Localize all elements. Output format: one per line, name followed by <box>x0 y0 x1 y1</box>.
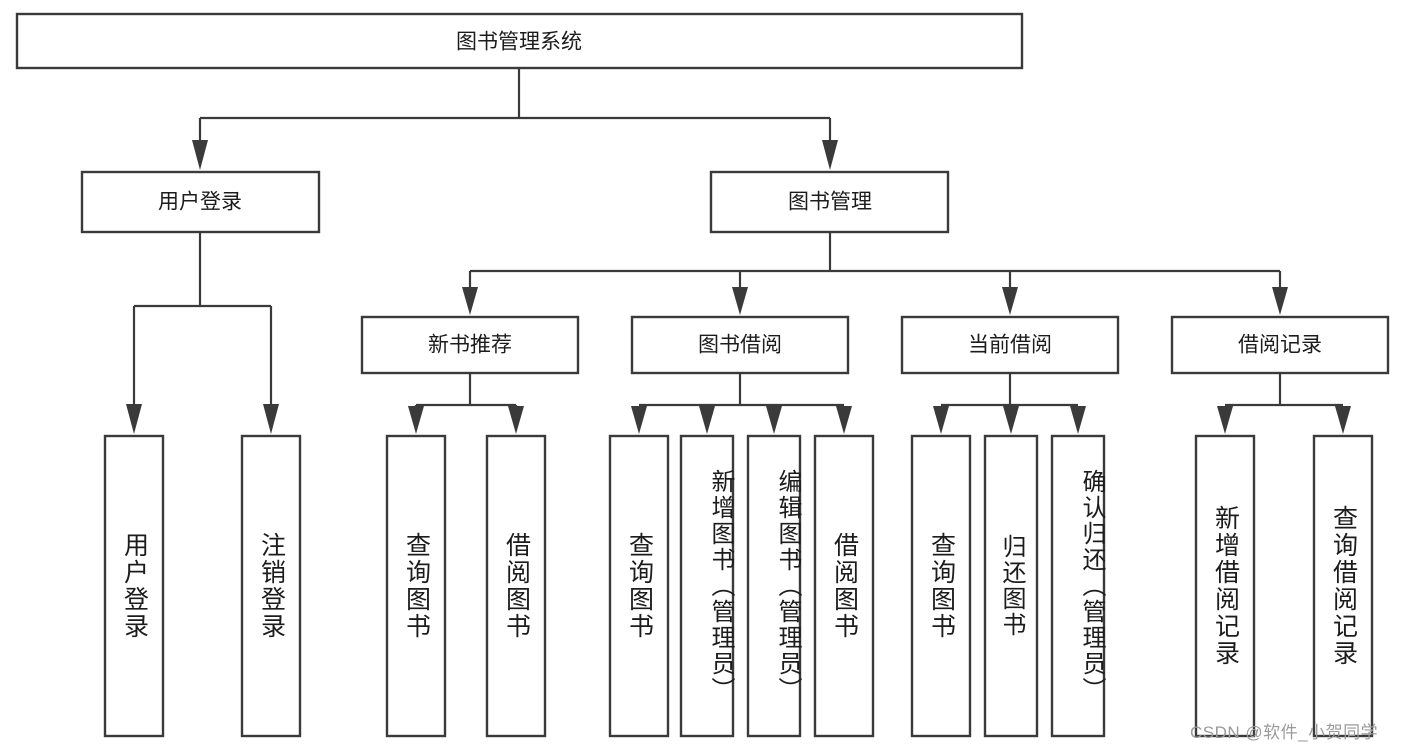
csdn-watermark: CSDN @软件_小贺同学 <box>1190 723 1379 742</box>
connector-book-mgmt-to-level3 <box>462 232 1288 315</box>
leaf-box-edit-book[interactable] <box>746 434 802 738</box>
book-management-box[interactable] <box>709 170 950 234</box>
leaf-box-add-borrow-record[interactable] <box>1194 434 1256 738</box>
arrow-to-borrow-record <box>1272 287 1288 315</box>
root-box[interactable] <box>15 12 1024 70</box>
leaf-box-borrow-book-1[interactable] <box>485 434 547 738</box>
borrow-record-label: 借阅记录 <box>1238 334 1322 357</box>
arrow-to-leaf-query-record <box>1335 406 1351 434</box>
arrow-to-book-borrow <box>732 287 748 315</box>
leaf-box-return-book[interactable] <box>983 434 1039 738</box>
leaf-box-query-book-1[interactable] <box>385 434 447 738</box>
current-borrow-box[interactable] <box>900 315 1120 375</box>
leaf-box-confirm-return[interactable] <box>1050 434 1106 738</box>
node-book-management[interactable]: 图书管理 <box>709 170 950 234</box>
borrow-record-box[interactable] <box>1170 315 1390 375</box>
connector-root-to-level2 <box>192 68 838 170</box>
leaf-box-borrow-book-2[interactable] <box>813 434 875 738</box>
leaf-box-add-book[interactable] <box>679 434 735 738</box>
arrow-to-new-book-rec <box>462 287 478 315</box>
arrow-to-leaf-logout <box>263 404 279 434</box>
connector-borrow-record-to-leaves <box>1217 373 1351 434</box>
arrow-to-current-borrow <box>1002 287 1018 315</box>
node-root[interactable]: 图书管理系统 <box>15 12 1024 70</box>
connector-new-book-rec-to-leaves <box>408 373 524 434</box>
arrow-to-leaf-add-book <box>699 406 715 434</box>
arrow-to-leaf-query-book-2 <box>631 406 647 434</box>
book-management-label: 图书管理 <box>788 191 872 214</box>
arrow-to-user-login <box>192 140 208 170</box>
arrow-to-leaf-edit-book <box>766 406 782 434</box>
book-borrow-box[interactable] <box>630 315 850 375</box>
leaf-box-user-login[interactable] <box>103 434 165 738</box>
connector-current-borrow-to-leaves <box>933 373 1086 434</box>
leaf-box-logout[interactable] <box>240 434 302 738</box>
arrow-to-leaf-user-login <box>126 404 142 434</box>
arrow-to-leaf-borrow-book-1 <box>508 406 524 434</box>
connector-book-borrow-to-leaves <box>631 373 852 434</box>
node-borrow-record[interactable]: 借阅记录 <box>1170 315 1390 375</box>
arrow-to-leaf-confirm-return <box>1070 406 1086 434</box>
leaf-boxes <box>103 434 1374 738</box>
arrow-to-leaf-query-book-1 <box>408 406 424 434</box>
book-borrow-label: 图书借阅 <box>698 334 782 357</box>
leaf-box-query-borrow-record[interactable] <box>1312 434 1374 738</box>
node-user-login[interactable]: 用户登录 <box>80 170 321 234</box>
node-book-borrow[interactable]: 图书借阅 <box>630 315 850 375</box>
node-current-borrow[interactable]: 当前借阅 <box>900 315 1120 375</box>
new-book-recommend-box[interactable] <box>360 315 580 375</box>
arrow-to-leaf-add-record <box>1217 406 1233 434</box>
leaf-box-query-book-3[interactable] <box>910 434 972 738</box>
new-book-recommend-label: 新书推荐 <box>428 334 512 357</box>
root-label: 图书管理系统 <box>456 31 582 54</box>
connector-user-login-to-leaves <box>126 232 279 434</box>
user-login-label: 用户登录 <box>158 191 242 214</box>
arrow-to-leaf-borrow-book-2 <box>836 406 852 434</box>
node-new-book-recommend[interactable]: 新书推荐 <box>360 315 580 375</box>
current-borrow-label: 当前借阅 <box>968 334 1052 357</box>
arrow-to-leaf-query-book-3 <box>933 406 949 434</box>
arrow-to-leaf-return-book <box>1003 406 1019 434</box>
arrow-to-book-mgmt <box>822 140 838 170</box>
leaf-box-query-book-2[interactable] <box>608 434 670 738</box>
